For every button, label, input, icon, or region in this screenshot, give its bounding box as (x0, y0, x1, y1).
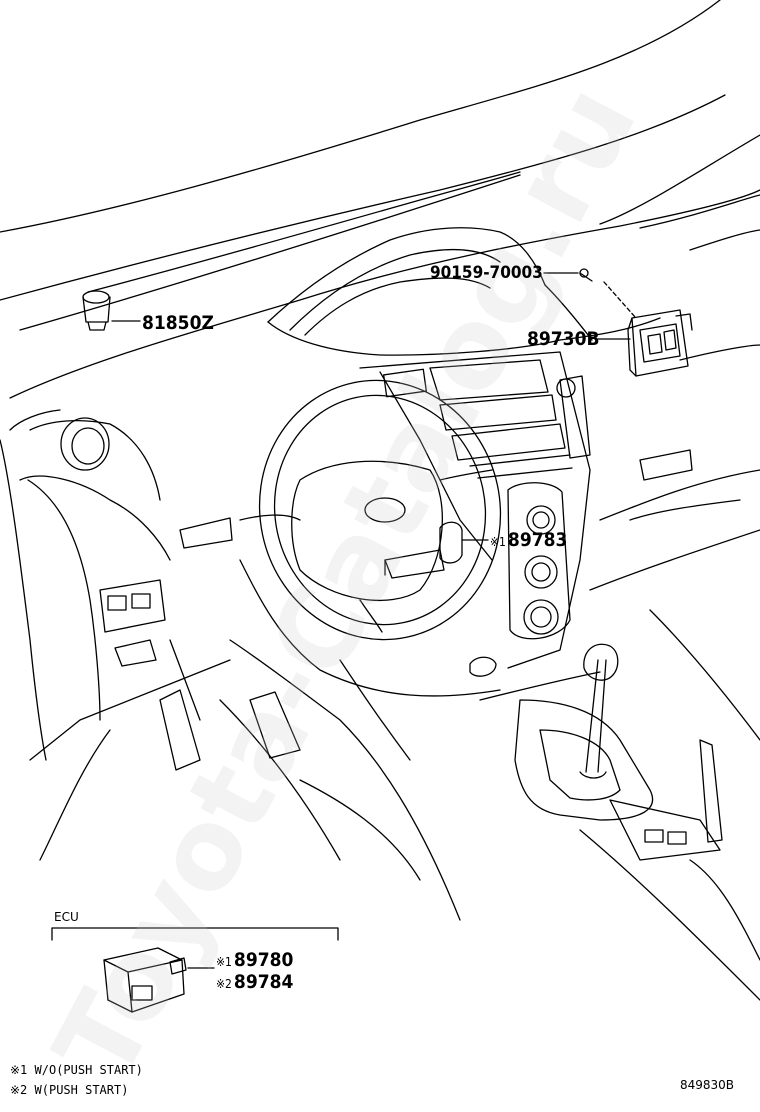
ecu-box-drawing (103, 947, 215, 1013)
dash-top-contours (0, 0, 760, 399)
left-dash (0, 409, 233, 861)
clip-drawing (543, 268, 593, 282)
footnote-2: ※2 W(PUSH START) (10, 1083, 129, 1097)
passenger-side (589, 344, 760, 741)
switch-assembly-drawing (603, 281, 693, 377)
console-shifter (479, 643, 760, 1001)
note-mark-1: ※1 (490, 535, 506, 549)
label-switch[interactable]: 89730B (527, 328, 600, 350)
meter-hood (267, 227, 661, 356)
steering-wheel (239, 379, 502, 641)
key-transponder-drawing (384, 521, 463, 579)
label-clip[interactable]: 90159-70003 (430, 263, 543, 283)
center-stack (359, 351, 591, 677)
lower-dash (159, 559, 501, 921)
receiver-part-drawing (82, 290, 141, 331)
ecu-group-label: ECU (54, 910, 79, 924)
footnote-1: ※1 W/O(PUSH START) (10, 1063, 143, 1077)
leader-lines (461, 338, 631, 541)
figure-code: 849830B (680, 1078, 735, 1092)
ecu-group-bracket (51, 927, 339, 941)
label-receiver[interactable]: 81850Z (142, 312, 214, 334)
